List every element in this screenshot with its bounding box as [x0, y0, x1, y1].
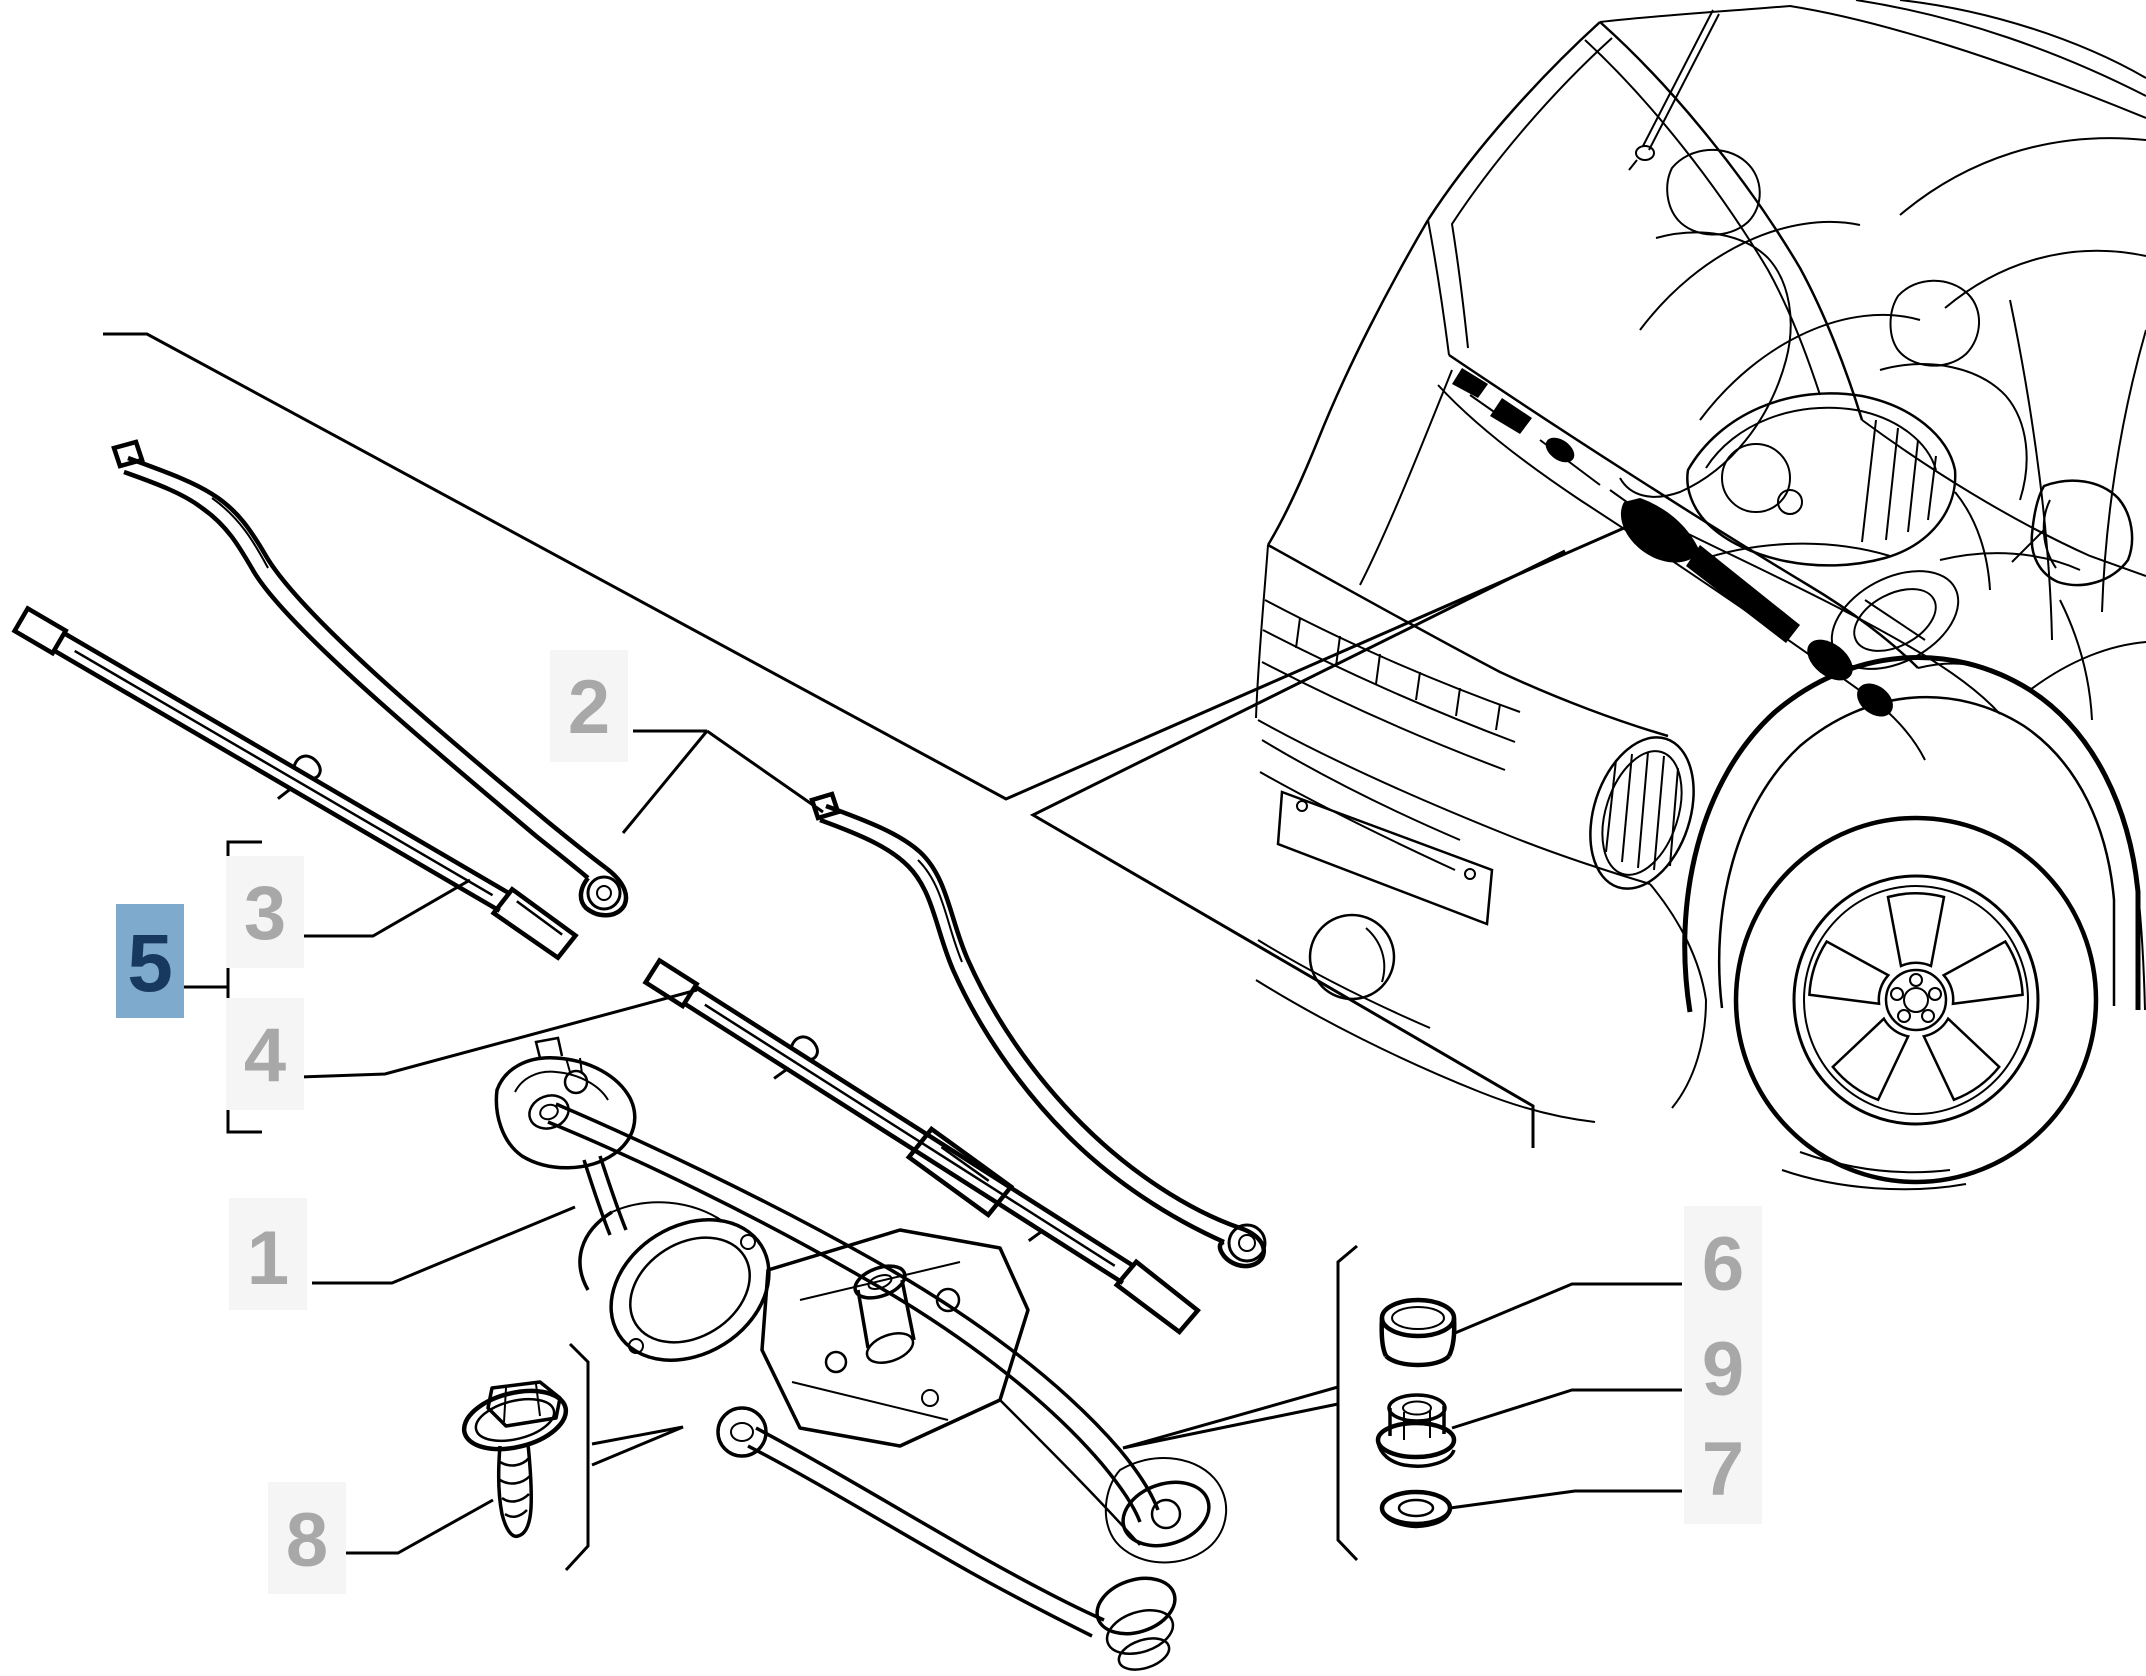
callout-4-bg [226, 998, 304, 1110]
front-wheel [1682, 641, 2146, 1191]
wiper-arm-passenger [809, 791, 1267, 1269]
side-mirror [2011, 479, 2134, 721]
cabin-interior [1619, 149, 2081, 715]
callout-5-highlight-box[interactable] [116, 904, 184, 1018]
grille [1255, 599, 1708, 1123]
callout-3-bg [226, 856, 304, 968]
callout-leader-lines [184, 729, 1682, 1572]
callout-9-bg [1684, 1310, 1762, 1422]
callout-1[interactable]: 1 [247, 1216, 289, 1301]
headlight [1686, 392, 1991, 591]
wiper-linkage-motor-assembly [494, 1036, 1227, 1671]
mounting-bolt [461, 1380, 569, 1539]
wiper-arm-driver [111, 439, 629, 918]
callout-9[interactable]: 9 [1702, 1327, 1744, 1412]
wiper-blade-driver [11, 605, 579, 961]
callout-labels: 1 2 3 4 6 7 8 9 5 [116, 650, 1762, 1594]
group-6-9-7-bracket [1336, 1244, 1359, 1562]
vehicle-illustration [1255, 0, 2146, 1191]
location-leader-lines [103, 332, 1641, 1148]
callout-3[interactable]: 3 [244, 871, 286, 956]
callout-5[interactable]: 5 [127, 918, 173, 1009]
spindle-nut [1375, 1393, 1457, 1468]
callout-2[interactable]: 2 [568, 665, 610, 750]
fog-light [1308, 913, 1396, 1001]
callout-6-bg [1684, 1206, 1762, 1318]
callout-8-bg [268, 1482, 346, 1594]
callout-7[interactable]: 7 [1702, 1427, 1744, 1512]
fiat-badge [1589, 736, 1695, 890]
callout-6[interactable]: 6 [1702, 1222, 1744, 1307]
spindle-washer [1379, 1489, 1453, 1529]
callout-1-bg [229, 1198, 307, 1310]
callout-7-bg [1684, 1412, 1762, 1524]
callout-5-highlight[interactable]: 5 [116, 904, 184, 1018]
callout-8[interactable]: 8 [286, 1498, 328, 1583]
spindle-cap [1379, 1297, 1457, 1368]
callout-2-bg [550, 650, 628, 762]
license-plate [1276, 790, 1494, 926]
antenna [1628, 9, 1720, 171]
wiper-blade-passenger [642, 957, 1202, 1335]
callout-4[interactable]: 4 [244, 1013, 286, 1098]
bolt-bracket [564, 1342, 590, 1572]
